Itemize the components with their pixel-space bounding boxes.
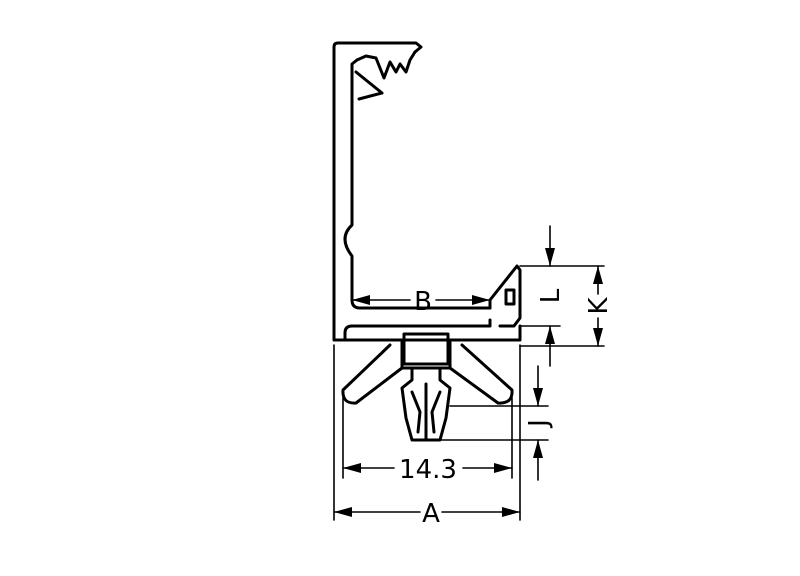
dimension-label-clip-width: 14.3 — [399, 455, 457, 485]
extension-lines — [333, 265, 605, 521]
dimension-label-l: L — [536, 288, 566, 303]
dimension-clip-width: 14.3 — [342, 455, 513, 485]
top-lip-teeth — [355, 50, 417, 80]
right-leg — [448, 343, 514, 405]
clip-fingers-left — [410, 390, 422, 434]
clip-window — [402, 332, 450, 366]
dimension-label-a: A — [422, 499, 440, 529]
left-leg — [341, 343, 404, 405]
clip-fingers-right — [430, 390, 442, 434]
snap-barb — [354, 70, 384, 101]
outer-wall — [332, 41, 423, 337]
right-catch-inner — [504, 288, 516, 306]
inner-wall — [343, 58, 359, 302]
lower-skirt — [332, 318, 492, 342]
dimension-b: B — [351, 287, 491, 317]
dimension-j: J — [524, 365, 554, 481]
inner-floor — [350, 298, 492, 310]
dimension-label-j: J — [524, 419, 554, 429]
dimension-k: K — [584, 265, 614, 347]
clip-block — [400, 338, 452, 370]
mounting-clip — [341, 332, 514, 442]
dimension-a: A — [333, 499, 521, 529]
dimension-label-b: B — [414, 287, 432, 317]
dimension-l: L — [536, 225, 566, 367]
dimension-label-k: K — [584, 297, 614, 315]
